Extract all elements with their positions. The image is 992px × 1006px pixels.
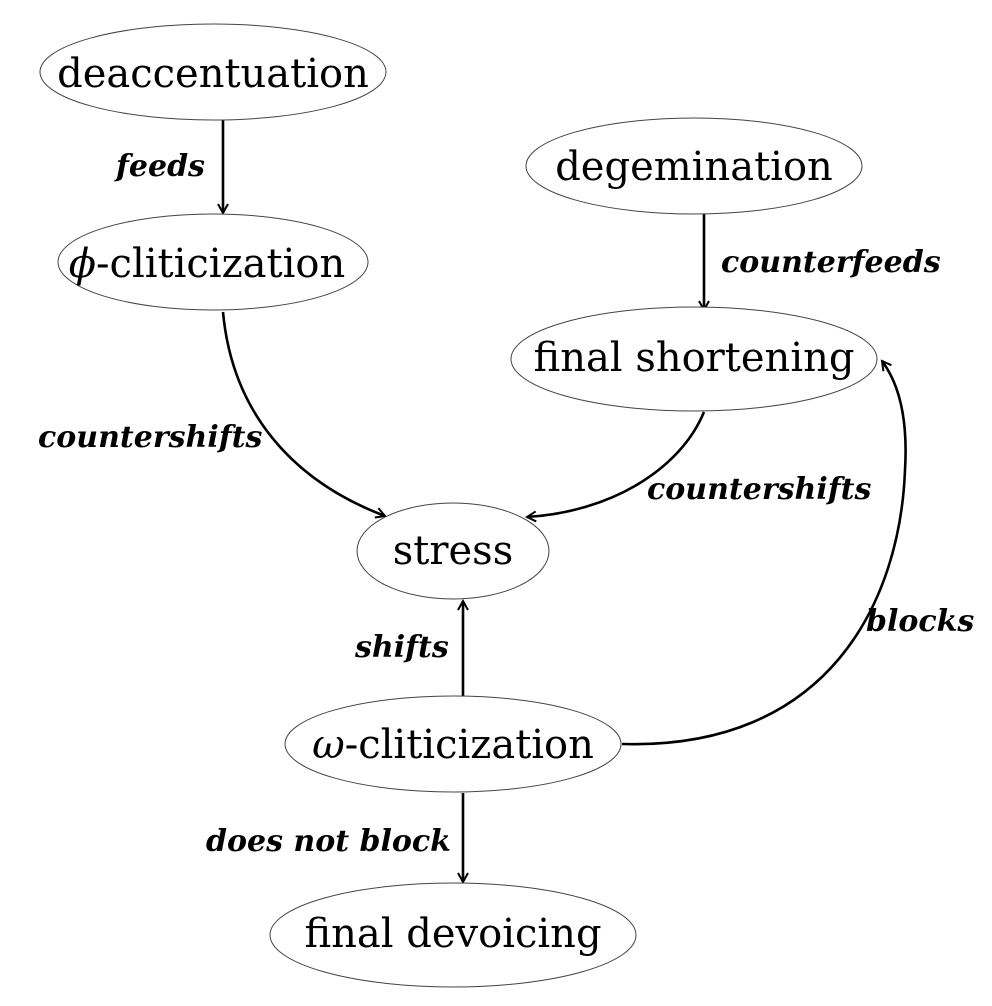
- edge-labels: feeds counterfeeds countershifts counter…: [38, 149, 974, 859]
- node-ellipse: [269, 882, 637, 988]
- node-omega-cliticization: ω-cliticization: [284, 695, 622, 793]
- node-ellipse: [57, 213, 369, 311]
- node-final-shortening: final shortening: [510, 306, 878, 412]
- edge-label-does-not-block: does not block: [206, 824, 451, 859]
- node-label: final shortening: [534, 335, 855, 381]
- node-ellipse: [356, 502, 550, 600]
- node-stress: stress: [356, 502, 550, 600]
- node-degemination: degemination: [525, 117, 863, 215]
- node-label: ω-cliticization: [312, 722, 594, 768]
- edge-label-shifts: shifts: [354, 630, 449, 665]
- node-final-devoicing: final devoicing: [269, 882, 637, 988]
- edges: [221, 120, 907, 882]
- node-ellipse: [39, 23, 387, 121]
- edge-label-feeds: feeds: [114, 149, 205, 184]
- edge-label-countershifts-right: countershifts: [647, 472, 872, 507]
- phi-symbol: ϕ: [69, 241, 96, 287]
- edge-label-blocks: blocks: [866, 604, 974, 639]
- edge-omega-cliticization-to-final-shortening: [621, 361, 907, 746]
- edge-label-counterfeeds: counterfeeds: [721, 245, 941, 280]
- node-label: deaccentuation: [57, 51, 369, 97]
- node-ellipse: [284, 695, 622, 793]
- node-ellipse: [525, 117, 863, 215]
- node-label: stress: [393, 528, 513, 574]
- node-label: degemination: [555, 144, 833, 190]
- node-deaccentuation: deaccentuation: [39, 23, 387, 121]
- edge-final-shortening-to-stress: [527, 411, 706, 517]
- node-label: final devoicing: [304, 911, 601, 957]
- node-phi-cliticization: ϕ-cliticization: [57, 213, 369, 311]
- edge-label-countershifts-left: countershifts: [38, 420, 263, 455]
- node-ellipse: [510, 306, 878, 412]
- omega-symbol: ω: [312, 722, 345, 768]
- edge-phi-cliticization-to-stress: [221, 311, 385, 516]
- node-label: ϕ-cliticization: [69, 241, 345, 287]
